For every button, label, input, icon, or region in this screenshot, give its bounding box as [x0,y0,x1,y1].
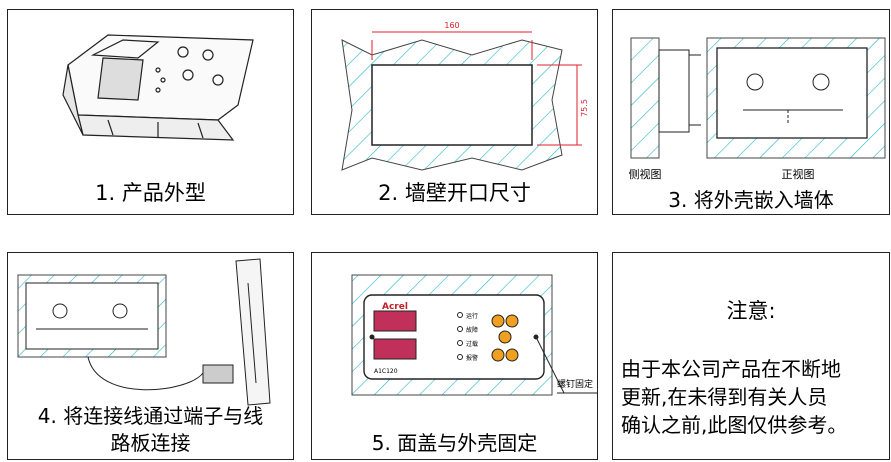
step3-caption: 3. 将外壳嵌入墙体 [668,188,834,212]
indicator-label-2: 故障 [466,326,478,334]
note-line-2: 更新,在未得到有关人员 [621,385,828,409]
indicator-label-1: 运行 [466,312,478,320]
width-dimension-label: 160 [444,21,459,30]
step5-caption: 5. 面盖与外壳固定 [371,431,538,455]
indicator-label-3: 过载 [466,340,478,348]
side-view-label: 侧视图 [629,167,662,181]
note-line-3: 确认之前,此图仅供参考。 [621,413,848,437]
model-label: A1C120 [374,368,398,375]
panel-wiring: 4. 将连接线通过端子与线 路板连接 [7,252,294,460]
note-panel: 注意: 由于本公司产品在不断地 更新,在未得到有关人员 确认之前,此图仅供参考。 [612,252,890,460]
note-title: 注意: [726,299,776,323]
panel-product-shape: 1. 产品外型 [7,9,294,215]
panel-embed-in-wall: 侧视图 正视图 3. 将外壳嵌入墙体 [612,9,890,215]
embed-diagram: 侧视图 正视图 [629,37,886,181]
brand-label: Acrel [382,302,408,312]
step4-caption-line2: 路板连接 [110,431,191,455]
indicator-label-4: 报警 [466,354,478,362]
product-illustration [62,34,254,141]
panel-wall-opening: 160 75.5 2. 墙壁开口尺寸 [311,9,598,215]
height-dimension-label: 75.5 [580,99,589,117]
step1-caption: 1. 产品外型 [95,181,206,205]
cover-diagram: Acrel A1C120 运行 故障 过载 报警 螺钉固定 [351,274,597,396]
screw-fixing-label: 螺钉固定 [557,378,593,390]
step4-caption-line1: 4. 将连接线通过端子与线 [37,404,264,428]
panel-cover-fixing: Acrel A1C120 运行 故障 过载 报警 螺钉固定 5. 面盖与外壳固定 [311,252,598,460]
step2-caption: 2. 墙壁开口尺寸 [378,181,531,205]
wiring-diagram [17,258,271,406]
front-view-label: 正视图 [782,167,815,181]
note-line-1: 由于本公司产品在不断地 [621,357,841,381]
wall-opening-diagram: 160 75.5 [341,21,589,171]
